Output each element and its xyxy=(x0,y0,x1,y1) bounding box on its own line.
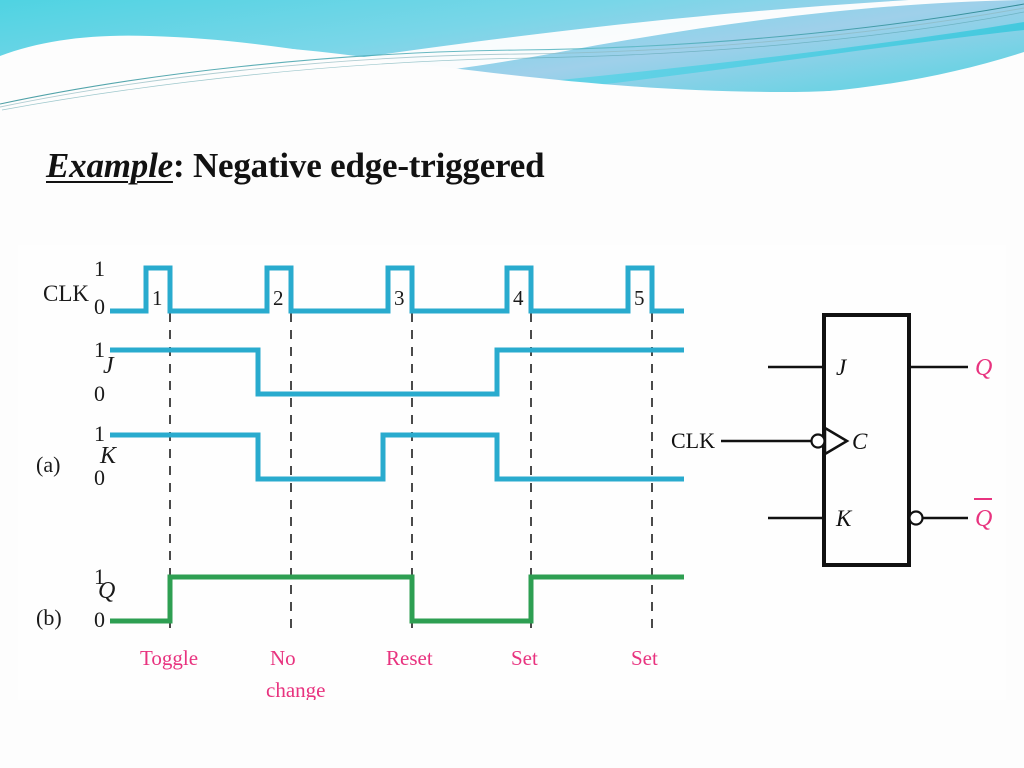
flipflop-input-k-label: K xyxy=(835,506,853,531)
signal-label-q: Q xyxy=(98,578,115,604)
clk-high-label: 1 xyxy=(94,256,105,281)
j-low-label: 0 xyxy=(94,381,105,406)
annotation-no: No xyxy=(270,646,296,670)
timing-diagram-and-symbol: (a) (b) CLK J K Q 1 0 1 0 1 0 1 0 xyxy=(36,256,992,700)
slide-title: Example: Negative edge-triggered xyxy=(46,146,545,186)
clk-pulse-number-5: 5 xyxy=(634,286,645,310)
signal-label-j: J xyxy=(103,353,115,379)
annotation-set-2: Set xyxy=(631,646,658,670)
k-low-label: 0 xyxy=(94,465,105,490)
part-b-label: (b) xyxy=(36,605,62,630)
dynamic-input-triangle-icon xyxy=(823,425,850,457)
waveform-clk xyxy=(110,265,684,314)
flipflop-output-q-label: Q xyxy=(975,355,992,381)
jk-flipflop-symbol: J CLK C K Q Q xyxy=(671,313,992,567)
waveform-k xyxy=(110,432,684,482)
annotation-toggle: Toggle xyxy=(140,646,198,670)
clk-pulse-number-2: 2 xyxy=(273,286,284,310)
q-high-label: 1 xyxy=(94,564,105,589)
flipflop-clk-label: CLK xyxy=(671,428,715,453)
annotation-reset: Reset xyxy=(386,646,433,670)
waveform-q xyxy=(110,574,684,624)
part-a-label: (a) xyxy=(36,452,60,477)
clk-pulse-number-4: 4 xyxy=(513,286,524,310)
figure-panel: (a) (b) CLK J K Q 1 0 1 0 1 0 1 0 xyxy=(18,245,1006,700)
clk-low-label: 0 xyxy=(94,294,105,319)
flipflop-input-c-label: C xyxy=(852,429,868,454)
q-low-label: 0 xyxy=(94,607,105,632)
clk-inversion-bubble-icon xyxy=(810,433,826,449)
title-rest: : Negative edge-triggered xyxy=(172,146,545,186)
flipflop-input-j-label: J xyxy=(836,355,848,380)
title-emphasis: Example xyxy=(46,146,173,186)
signal-label-k: K xyxy=(99,443,118,469)
qbar-inversion-bubble-icon xyxy=(908,510,924,526)
clk-pulse-number-3: 3 xyxy=(394,286,405,310)
banner-artwork xyxy=(0,0,1024,115)
trigger-edge-guides xyxy=(169,313,653,635)
clk-pulse-number-1: 1 xyxy=(152,286,163,310)
j-high-label: 1 xyxy=(94,337,105,362)
decorative-banner xyxy=(0,0,1024,115)
flipflop-output-qbar-label: Q xyxy=(975,506,992,532)
signal-label-clk: CLK xyxy=(43,281,89,306)
k-high-label: 1 xyxy=(94,421,105,446)
annotation-change: change xyxy=(266,678,325,700)
waveform-j xyxy=(110,347,684,397)
annotation-set-1: Set xyxy=(511,646,538,670)
